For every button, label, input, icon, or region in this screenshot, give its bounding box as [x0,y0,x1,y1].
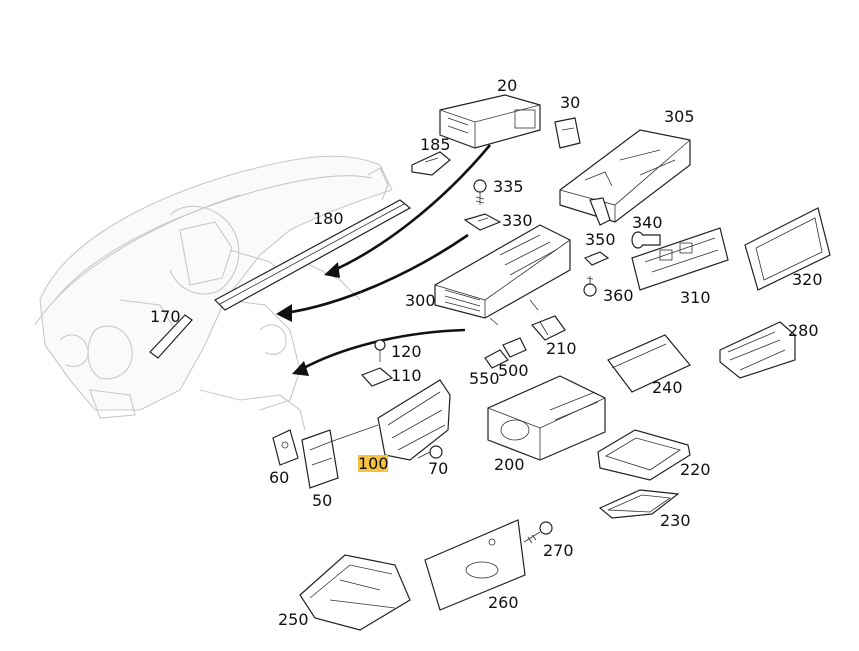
label-280: 280 [788,321,819,340]
label-240: 240 [652,378,683,397]
label-360: 360 [603,286,634,305]
part-230-mat [598,489,680,519]
label-210: 210 [546,339,577,358]
label-120: 120 [391,342,422,361]
part-labels: 20 30 305 185 335 180 330 340 350 320 30… [150,76,823,629]
part-335-screw [473,179,487,205]
label-320: 320 [792,270,823,289]
part-210-switch [530,315,566,341]
part-120-screw [374,339,386,362]
label-170: 170 [150,307,181,326]
part-185-clip [411,151,451,176]
part-250-lower-bracket [299,554,411,631]
label-305: 305 [664,107,695,126]
part-110-clip [360,367,394,387]
label-200: 200 [494,455,525,474]
label-180: 180 [313,209,344,228]
label-100: 100 [358,454,389,473]
part-70-screw [417,445,443,459]
label-260: 260 [488,593,519,612]
part-310-switch-panel [631,227,729,291]
part-300-vent-housing [434,224,571,326]
part-240-cover [607,334,691,393]
label-30: 30 [560,93,580,112]
part-305-upper-tray [559,129,691,226]
part-340-pin [631,231,661,249]
assembly-arrows [276,144,491,376]
label-330: 330 [502,211,533,230]
part-360-screw [583,276,597,297]
label-300: 300 [405,291,436,310]
label-20: 20 [497,76,517,95]
part-350-clip [583,251,610,266]
part-270-screw [523,521,553,544]
label-230: 230 [660,511,691,530]
part-330-clip-nut [463,213,502,231]
part-180-trim-strip [214,199,412,311]
label-220: 220 [680,460,711,479]
part-320-cover-plate [744,207,831,291]
label-500: 500 [498,361,529,380]
label-270: 270 [543,541,574,560]
label-50: 50 [312,491,332,510]
part-30-badge [554,117,581,149]
label-550: 550 [469,369,500,388]
part-550-500-connectors [484,337,527,369]
label-335: 335 [493,177,524,196]
label-110: 110 [391,366,422,385]
label-185: 185 [420,135,451,154]
part-50-bracket [301,429,339,489]
label-100-highlight [358,455,388,472]
label-60: 60 [269,468,289,487]
label-310: 310 [680,288,711,307]
label-70: 70 [428,459,448,478]
part-280-side-vent [719,321,796,379]
part-170-trim [149,314,193,359]
label-350: 350 [585,230,616,249]
part-220-tray [597,429,691,481]
label-250: 250 [278,610,309,629]
dashboard-outline [34,155,393,431]
part-200-glovebox-housing [487,375,606,461]
part-60-bracket [272,429,299,466]
label-340: 340 [632,213,663,232]
part-20-radio-unit [439,94,541,149]
part-260-panel [424,519,526,611]
